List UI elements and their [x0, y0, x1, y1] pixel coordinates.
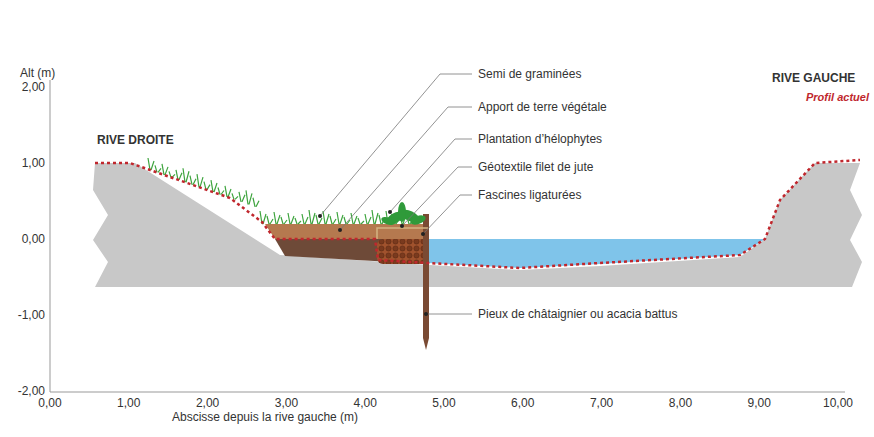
- geotextile: [377, 228, 428, 239]
- axis-label: Abscisse depuis la rive gauche (m): [172, 410, 358, 424]
- y-axis: [50, 80, 51, 392]
- current-profile: [95, 160, 860, 268]
- callout-label: Fascines ligaturées: [478, 188, 581, 202]
- axis-label: 4,00: [354, 396, 377, 410]
- axis-label: -2,00: [18, 384, 45, 398]
- axis-label: 10,00: [823, 396, 853, 410]
- callout-label: Semi de graminées: [478, 67, 581, 81]
- axis-label: 0,00: [22, 232, 45, 246]
- axis-label: 9,00: [748, 396, 771, 410]
- grass: [148, 158, 420, 224]
- axis-label: -1,00: [18, 308, 45, 322]
- helophytes: [380, 202, 427, 227]
- callout-label: Géotextile filet de jute: [478, 160, 593, 174]
- callout-label: Pieux de châtaignier ou acacia battus: [478, 307, 677, 321]
- axis-label: 0,00: [38, 396, 61, 410]
- bank-label: RIVE GAUCHE: [772, 71, 855, 85]
- axis-label: 2,00: [196, 396, 219, 410]
- axis-label: 3,00: [275, 396, 298, 410]
- callout-label: Apport de terre végétale: [478, 100, 607, 114]
- axis-label: 6,00: [511, 396, 534, 410]
- x-axis: [50, 392, 845, 393]
- profile-label: Profil actuel: [806, 90, 869, 104]
- subsoil-layer: [275, 239, 428, 264]
- axis-label: 2,00: [22, 80, 45, 94]
- bank-label: RIVE DROITE: [97, 133, 174, 147]
- callout-label: Plantation d’hélophytes: [478, 132, 602, 146]
- axis-label: 7,00: [590, 396, 613, 410]
- axis-label: 5,00: [432, 396, 455, 410]
- leader-dots: [318, 210, 428, 316]
- axis-label: Alt (m): [20, 66, 55, 80]
- axis-label: 1,00: [117, 396, 140, 410]
- axis-label: 1,00: [22, 156, 45, 170]
- ground: [93, 163, 862, 287]
- topsoil-layer: [265, 224, 428, 239]
- leader-lines: [320, 74, 472, 314]
- axis-label: 8,00: [669, 396, 692, 410]
